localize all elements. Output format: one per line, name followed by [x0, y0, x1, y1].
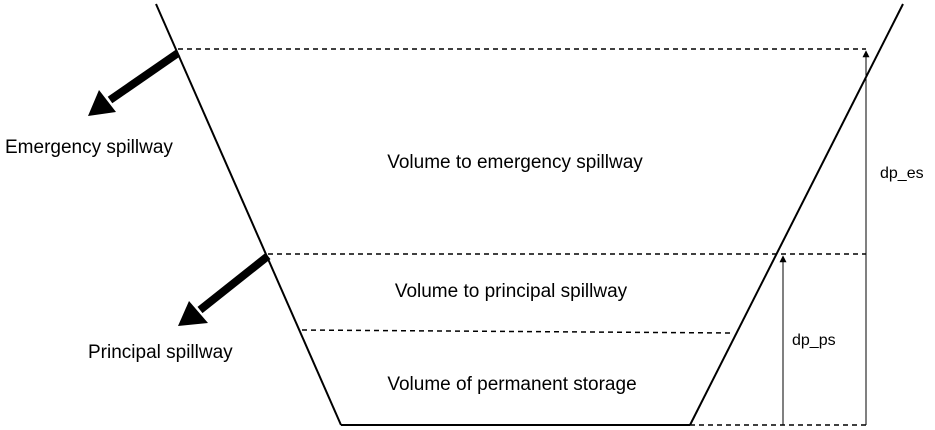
principal-spillway-arrow: [178, 252, 271, 326]
principal-spillway-label: Principal spillway: [88, 342, 233, 363]
volume-emergency-label: Volume to emergency spillway: [387, 152, 643, 173]
dp-es-label: dp_es: [880, 165, 924, 182]
dp-ps-label: dp_ps: [792, 332, 836, 349]
permanent-storage-level-line: [301, 329, 732, 334]
volume-permanent-label: Volume of permanent storage: [387, 374, 637, 395]
reservoir-right-wall: [689, 3, 904, 426]
reservoir-left-wall: [155, 3, 342, 426]
volume-principal-label: Volume to principal spillway: [394, 281, 628, 302]
emergency-spillway-arrow: [88, 49, 181, 116]
emergency-spillway-label: Emergency spillway: [5, 137, 173, 158]
